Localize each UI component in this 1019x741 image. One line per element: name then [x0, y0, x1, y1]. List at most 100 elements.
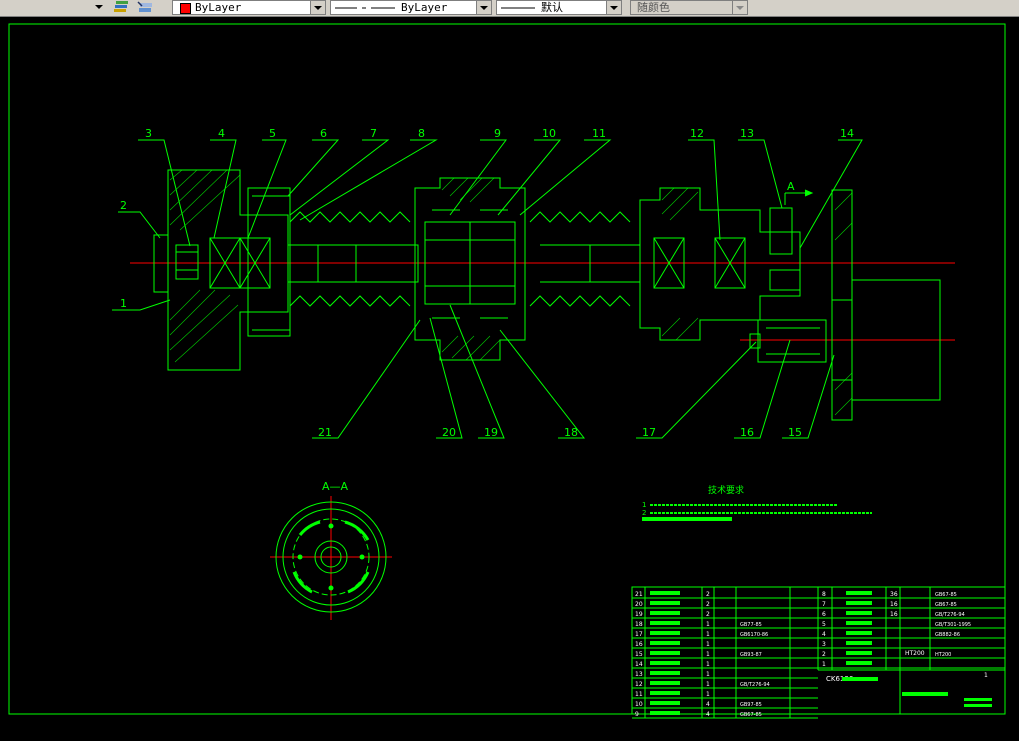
bom-row-number: 8 — [822, 591, 826, 598]
properties-toolbar: ByLayer ByLayer 默认 随颜色 — [0, 0, 1019, 17]
balloon-label: 11 — [592, 127, 606, 140]
bom-row-number: 21 — [635, 591, 643, 598]
color-value: ByLayer — [195, 1, 242, 14]
bom-row-qty: 1 — [706, 641, 710, 648]
plotstyle-value: 随颜色 — [637, 1, 670, 14]
bom-row-name — [650, 621, 680, 625]
bom-row-qty: 1 — [706, 621, 710, 628]
lineweight-preview-icon — [501, 7, 535, 9]
balloon-label: 12 — [690, 127, 704, 140]
bom-row-number: 19 — [635, 611, 643, 618]
bom-row-name — [846, 621, 872, 625]
bom-row-name — [650, 681, 680, 685]
balloon-label: 7 — [370, 127, 377, 140]
bom-row-name — [846, 651, 872, 655]
balloon-label: 1 — [120, 297, 127, 310]
drawing-canvas[interactable]: 2 3 4 5 6 7 8 9 10 11 12 13 14 1 21 20 1… — [0, 17, 1019, 737]
bom-row-standard: GB882-86 — [935, 632, 960, 638]
bom-row-qty: 1 — [706, 661, 710, 668]
balloon-labels: 2 3 4 5 6 7 8 9 10 11 12 13 14 1 21 20 1… — [120, 127, 854, 439]
plotstyle-dropdown[interactable]: 随颜色 — [630, 0, 748, 15]
bom-row-number: 18 — [635, 621, 643, 628]
balloon-label: 5 — [269, 127, 276, 140]
chevron-down-icon[interactable] — [310, 1, 325, 14]
bom-row-standard: GB77-85 — [740, 622, 762, 628]
lineweight-value: 默认 — [541, 1, 563, 14]
bom-row-number: 5 — [822, 621, 826, 628]
chevron-down-icon[interactable] — [92, 0, 106, 13]
bom-row-number: 10 — [635, 701, 643, 708]
balloon-label: 17 — [642, 426, 656, 439]
balloon-label: 6 — [320, 127, 327, 140]
balloon-label: 18 — [564, 426, 578, 439]
bom-row-name — [846, 661, 872, 665]
lineweight-dropdown[interactable]: 默认 — [496, 0, 622, 15]
bom-row-name — [650, 611, 680, 615]
bom-row-number: 14 — [635, 661, 643, 668]
layer-states-icon[interactable] — [112, 0, 130, 15]
color-swatch — [180, 3, 191, 14]
bom-row-number: 7 — [822, 601, 826, 608]
bom-row-qty: 2 — [706, 601, 710, 608]
linetype-dropdown[interactable]: ByLayer — [330, 0, 492, 15]
section-hatching — [169, 169, 853, 416]
bom-row-name — [846, 631, 872, 635]
bom-row-qty: 1 — [706, 681, 710, 688]
bom-row-number: 9 — [635, 711, 639, 718]
bom-row-standard: GB6170-86 — [740, 632, 768, 638]
tech-item-number: 1 — [642, 501, 646, 509]
section-view-label: A—A — [322, 480, 349, 493]
cad-drawing: 2 3 4 5 6 7 8 9 10 11 12 13 14 1 21 20 1… — [8, 23, 1006, 719]
title-block-scale: 1 — [984, 672, 988, 679]
layer-previous-icon[interactable] — [136, 0, 154, 15]
color-dropdown[interactable]: ByLayer — [172, 0, 326, 15]
bom-row-number: 2 — [822, 651, 826, 658]
bom-row-qty: 1 — [706, 631, 710, 638]
balloon-label: 20 — [442, 426, 456, 439]
bom-row-standard: GB67-85 — [935, 602, 957, 608]
balloon-label: 13 — [740, 127, 754, 140]
bom-row-standard: HT200 — [935, 652, 951, 658]
section-arrow-label: A — [787, 180, 795, 193]
balloon-label: 4 — [218, 127, 225, 140]
bom-row-number: 1 — [822, 661, 826, 668]
bom-row-name — [650, 591, 680, 595]
bom-row-qty: 4 — [706, 701, 710, 708]
bom-row-number: 3 — [822, 641, 826, 648]
layer-dropdown-stub[interactable] — [0, 0, 108, 15]
bom-row-number: 4 — [822, 631, 826, 638]
title-block-name: CK6136 — [826, 675, 854, 683]
chevron-down-icon[interactable] — [476, 1, 491, 14]
bom-row-name — [650, 601, 680, 605]
bom-row-name — [650, 641, 680, 645]
title-block-material: HT200 — [905, 650, 925, 657]
chevron-down-icon[interactable] — [732, 1, 747, 14]
bom-row-number: 6 — [822, 611, 826, 618]
bom-row-name — [650, 631, 680, 635]
technical-requirements: 技术要求 1 2 — [642, 484, 872, 521]
bom-row-qty: 2 — [706, 591, 710, 598]
balloon-label: 21 — [318, 426, 332, 439]
balloon-label: 2 — [120, 199, 127, 212]
chevron-down-icon[interactable] — [606, 1, 621, 14]
bom-row-name — [650, 711, 680, 715]
balloon-label: 19 — [484, 426, 498, 439]
bom-row-number: 16 — [635, 641, 643, 648]
balloon-label: 16 — [740, 426, 754, 439]
bom-row-name — [650, 651, 680, 655]
bom-row-qty: 1 — [706, 651, 710, 658]
tech-item-number: 2 — [642, 509, 646, 517]
bom-row-number: 13 — [635, 671, 643, 678]
bom-row-qty: 16 — [890, 601, 898, 608]
bom-row-number: 17 — [635, 631, 643, 638]
bom-row-name — [846, 641, 872, 645]
balloon-label: 9 — [494, 127, 501, 140]
section-view-a-a: A—A — [270, 480, 392, 620]
bom-row-qty: 4 — [706, 711, 710, 718]
bom-row-name — [650, 661, 680, 665]
bom-row-number: 11 — [635, 691, 643, 698]
bom-row-name — [846, 611, 872, 615]
bom-row-name — [846, 591, 872, 595]
linetype-value: ByLayer — [401, 1, 448, 14]
